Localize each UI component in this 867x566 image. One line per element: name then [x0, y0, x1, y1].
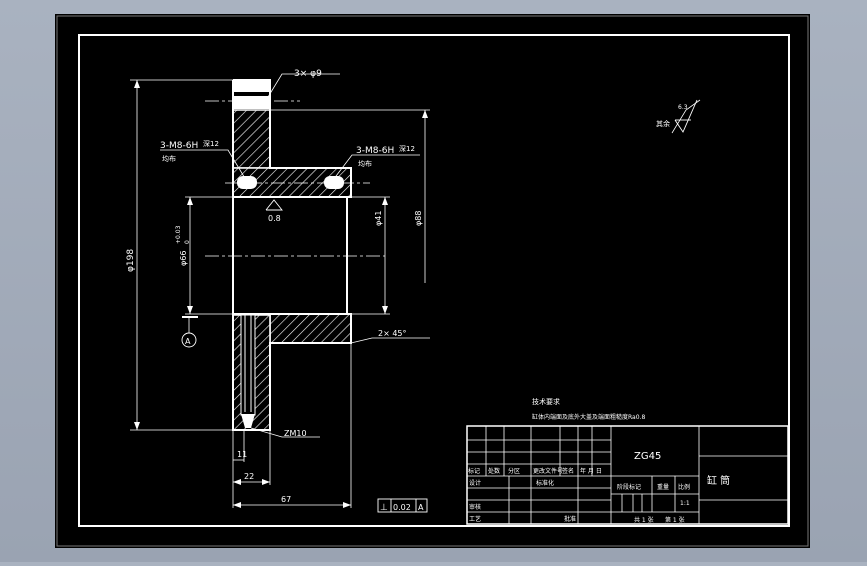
weight-label: 重量 — [657, 483, 669, 491]
perp-value: 0.02 — [393, 503, 411, 512]
sheets-label: 共 1 张 — [634, 516, 654, 524]
thread-left-depth: 深12 — [203, 139, 219, 148]
dim-22-label: 22 — [244, 472, 254, 481]
roughness-corner-symbol — [674, 99, 698, 133]
dim-67-label: 67 — [281, 495, 291, 504]
row-label-sign: 签名 — [562, 467, 574, 475]
thread-right-label: 3-M8-6H — [356, 146, 394, 156]
upper-flange-hatch — [232, 109, 271, 169]
perpendicularity-frame — [377, 498, 428, 513]
sheet-no-label: 第 1 张 — [665, 516, 685, 524]
top-hole-2 — [234, 96, 269, 109]
center-lines — [205, 100, 385, 257]
tech-req-line1: 缸体内端面及底外大盖及端面粗糙度Ra0.8 — [532, 413, 645, 421]
design-label: 设计 — [469, 479, 481, 487]
scale-label: 比例 — [678, 483, 690, 491]
thread-left-label: 3-M8-6H — [160, 141, 198, 151]
oil-passage-tip — [241, 414, 255, 428]
datum-circle — [181, 332, 197, 348]
dimension-arrows — [134, 80, 428, 508]
sheet-background — [55, 14, 810, 548]
roughness-corner-value: 6.3 — [678, 104, 688, 111]
review-label: 审核 — [469, 503, 481, 511]
roughness-bore-symbol — [265, 199, 283, 211]
row-label-count: 处数 — [488, 467, 500, 475]
thread-right-note: 均布 — [358, 159, 372, 168]
thread-bottom-label: ZM10 — [284, 429, 307, 438]
roughness-bore-value: 0.8 — [268, 214, 281, 223]
row-label-mark: 标记 — [468, 467, 480, 475]
dia-bore-tol-low: 0 — [184, 240, 191, 244]
dia-bore-tol: +0.03 — [175, 225, 182, 244]
part-section — [232, 79, 352, 431]
dia-88-label: φ88 — [414, 211, 423, 226]
title-block — [466, 425, 789, 525]
approve-label: 批准 — [564, 515, 576, 523]
tech-req-title: 技术要求 — [532, 397, 560, 406]
roughness-corner-text: 其余 — [656, 119, 670, 128]
material-label: ZG45 — [634, 451, 661, 462]
process-label: 工艺 — [469, 515, 481, 523]
chamfer-label: 2× 45° — [378, 329, 407, 338]
scale-value: 1:1 — [680, 500, 690, 507]
sheet-outer-border — [56, 15, 809, 547]
thread-right-depth: 深12 — [399, 144, 415, 153]
perp-symbol: ⊥ — [380, 503, 388, 513]
holes-label: 3× φ9 — [294, 69, 322, 79]
thread-hole-left — [237, 176, 257, 189]
dia-41-label: φ41 — [374, 211, 383, 226]
thread-left-note: 均布 — [162, 154, 176, 163]
dim-11-label: 11 — [237, 450, 247, 459]
row-label-zone: 分区 — [508, 467, 520, 475]
thread-hole-right — [324, 176, 344, 189]
top-hole — [234, 81, 269, 92]
standardization-label: 标准化 — [536, 479, 554, 487]
stage-mark-label: 阶段标记 — [617, 483, 641, 491]
row-label-docno: 更改文件号 — [533, 467, 563, 475]
bore — [232, 196, 348, 315]
perp-datum: A — [418, 503, 424, 512]
drawing-frame — [78, 34, 790, 527]
oil-passage — [240, 314, 256, 416]
part-name-label: 缸 筒 — [707, 474, 730, 487]
dimension-lines — [130, 73, 701, 508]
datum-a-label: A — [185, 337, 191, 346]
dia-bore-label: φ66 — [179, 251, 188, 266]
row-label-date: 年 月 日 — [580, 467, 602, 475]
dia-overall-label: φ198 — [126, 249, 136, 272]
